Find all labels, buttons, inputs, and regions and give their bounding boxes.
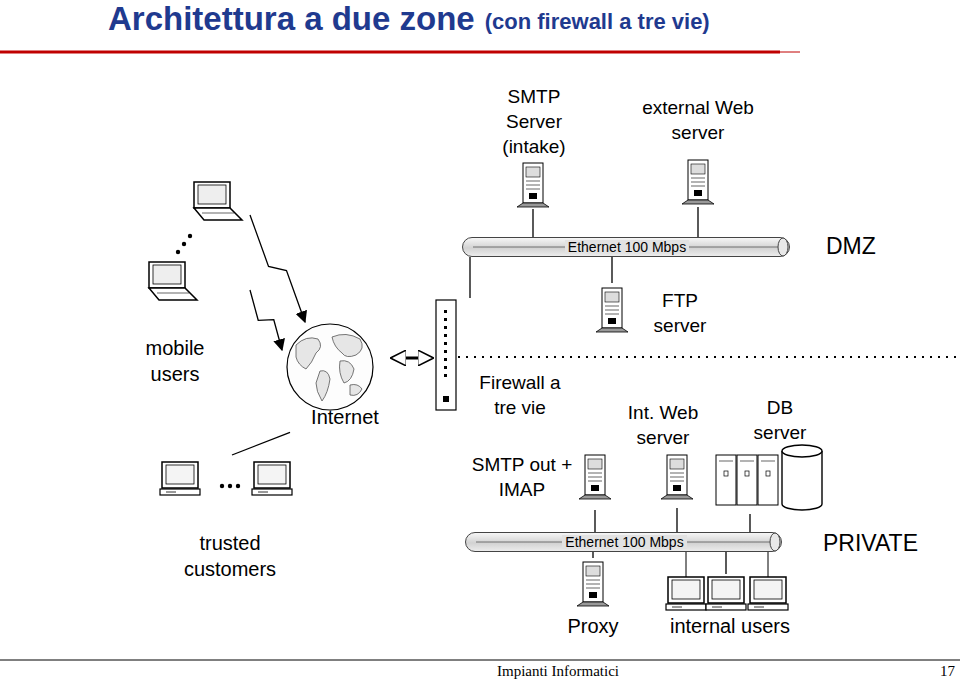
- network-link: [392, 357, 432, 360]
- page-number: 17: [940, 663, 955, 680]
- server-node: SMTP Server (intake): [488, 84, 582, 209]
- internet-cloud: Internet: [282, 322, 392, 432]
- network-link: [469, 257, 470, 298]
- server-node: Proxy: [562, 558, 626, 644]
- network-link: [725, 552, 726, 574]
- title-rule: [0, 51, 780, 54]
- bus-label: Ethernet 100 Mbps: [565, 240, 689, 254]
- user-group: internal users: [660, 574, 802, 644]
- network-link: [676, 508, 677, 532]
- server-node: SMTP out + IMAP: [466, 448, 610, 510]
- ethernet-bus: Ethernet 100 Mbps: [465, 532, 782, 552]
- node-label: FTP server: [648, 288, 712, 338]
- wireless-link: [250, 215, 305, 322]
- network-link: [592, 552, 593, 558]
- firewall-node: Firewall a tre vie: [432, 298, 572, 428]
- node-label: mobile users: [135, 335, 215, 388]
- node-label: trusted customers: [165, 530, 295, 583]
- user-group: trusted customers: [155, 455, 300, 585]
- server-node: external Web server: [642, 95, 756, 207]
- drop-wire: [768, 552, 769, 578]
- slide-subtitle: (con firewall a tre vie): [485, 9, 710, 35]
- drop-wire: [686, 552, 687, 578]
- network-link: [611, 257, 612, 283]
- node-label: SMTP Server (intake): [488, 84, 580, 159]
- server-node: FTP server: [595, 283, 714, 347]
- title-rule-tail: [780, 52, 800, 53]
- zone-label: PRIVATE: [823, 530, 918, 557]
- server-node: Int. Web server: [622, 398, 706, 508]
- ethernet-bus: Ethernet 100 Mbps: [462, 237, 790, 257]
- node-label: internal users: [660, 613, 800, 639]
- network-link: [594, 510, 595, 532]
- node-label: Int. Web server: [622, 400, 704, 450]
- node-label: DB server: [742, 395, 818, 445]
- user-group: mobile users: [135, 180, 250, 390]
- node-label: Firewall a tre vie: [470, 370, 570, 420]
- network-link: [232, 432, 290, 455]
- node-label: external Web server: [642, 95, 754, 145]
- wireless-link: [250, 290, 282, 350]
- footer-rule: [0, 660, 960, 661]
- node-label: SMTP out + IMAP: [466, 452, 578, 502]
- footer-text: Impianti Informatici: [497, 663, 619, 680]
- network-link: [532, 209, 533, 237]
- bus-label: Ethernet 100 Mbps: [562, 535, 686, 549]
- network-link: [749, 514, 750, 532]
- network-link: [697, 207, 698, 237]
- zone-label: DMZ: [826, 233, 876, 260]
- node-label: Internet: [300, 404, 390, 430]
- node-label: Proxy: [562, 613, 624, 639]
- zone-divider: [458, 356, 960, 358]
- database-node: DB server: [712, 393, 826, 514]
- slide-title: Architettura a due zone: [108, 0, 475, 38]
